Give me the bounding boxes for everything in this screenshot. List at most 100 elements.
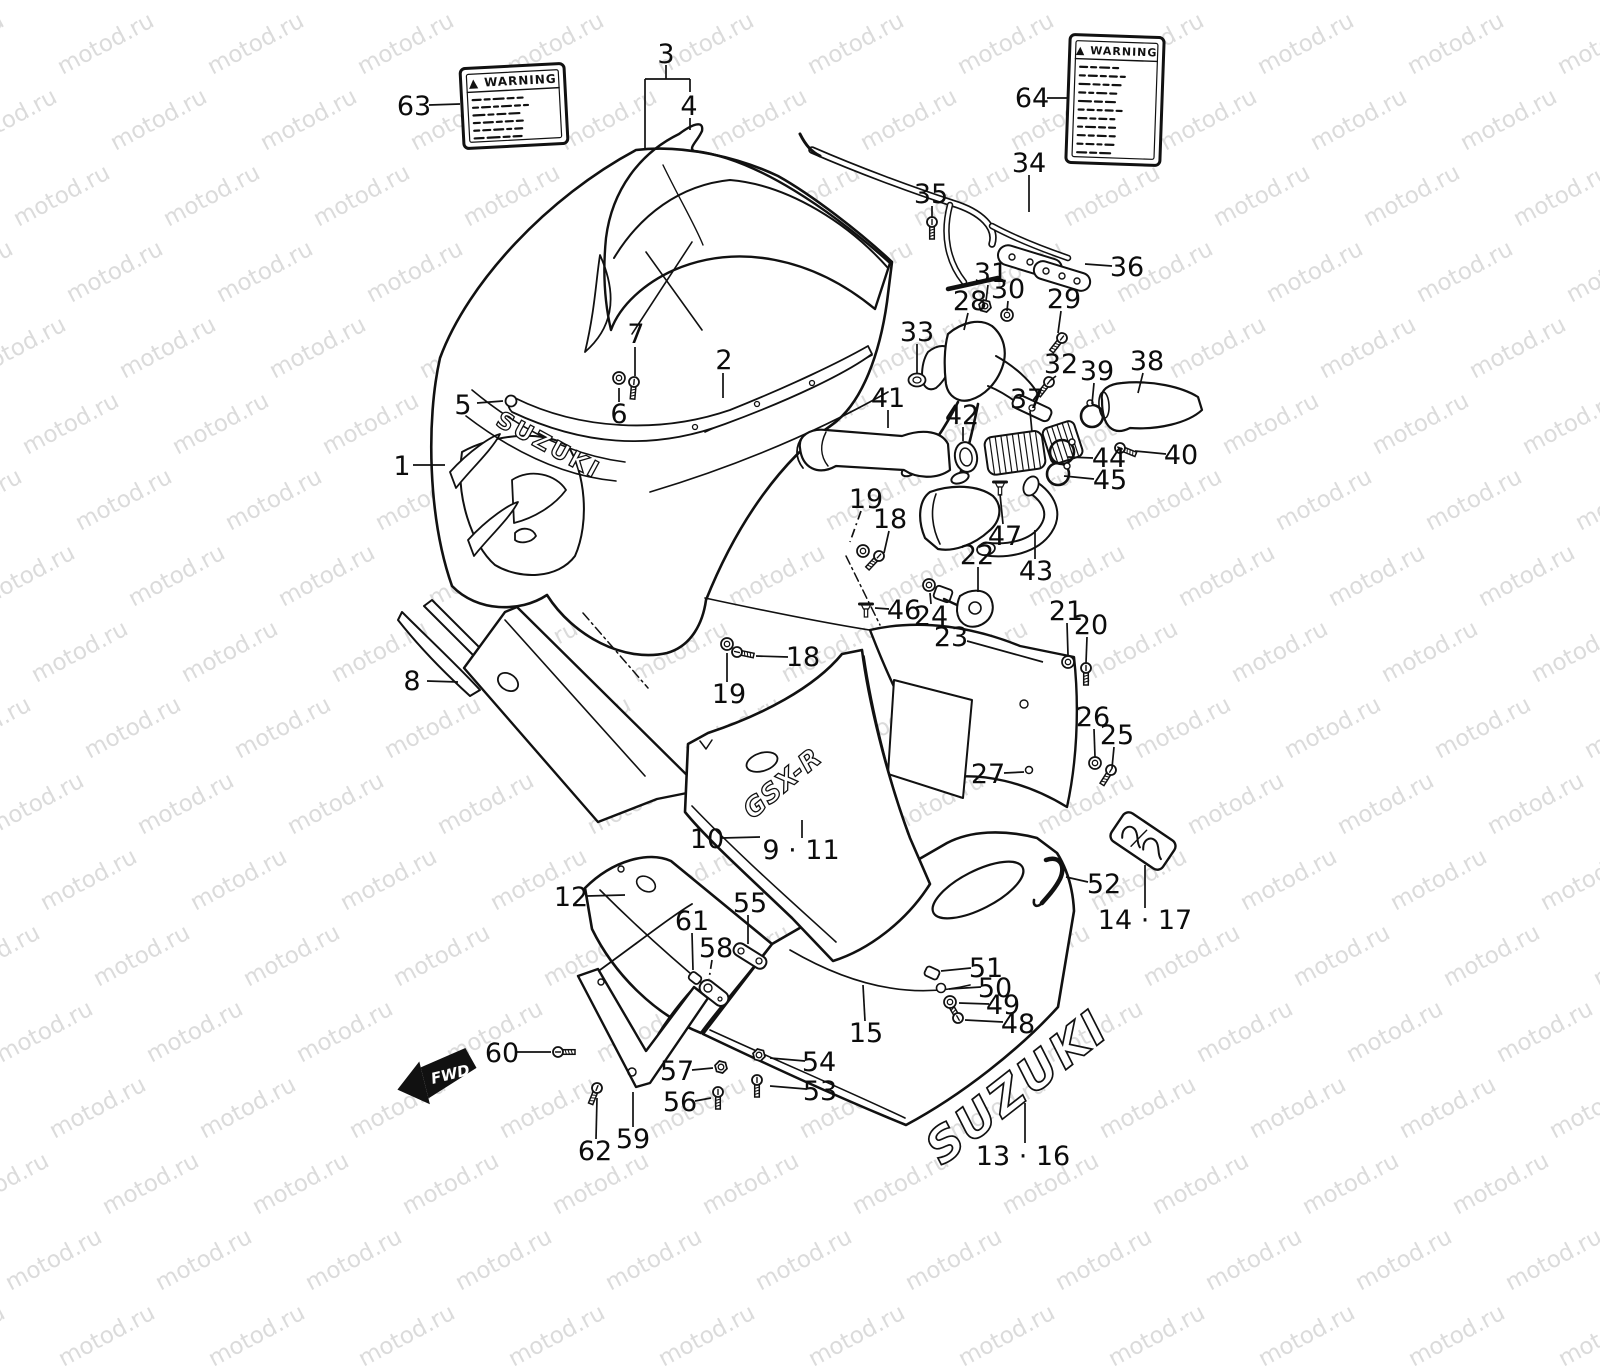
air-duct-right bbox=[1102, 382, 1202, 431]
leader-line bbox=[1004, 772, 1024, 773]
part-callout-34: 34 bbox=[1012, 148, 1046, 212]
leader-line bbox=[427, 681, 458, 682]
grommet bbox=[909, 374, 926, 387]
warning-text-dash bbox=[494, 99, 504, 100]
part-callout-21: 21 bbox=[1049, 596, 1083, 655]
part-number: 53 bbox=[803, 1076, 837, 1107]
watermark-text: motod.ru bbox=[451, 1224, 556, 1296]
watermark-text: motod.ru bbox=[654, 1300, 759, 1372]
headlight-recess-blob bbox=[515, 529, 536, 543]
part-number: 19 bbox=[712, 679, 746, 710]
screw bbox=[731, 646, 755, 660]
small-fastener bbox=[937, 984, 946, 993]
part-callout-57: 57 bbox=[660, 1056, 713, 1087]
washer bbox=[1089, 757, 1101, 769]
leader-line bbox=[722, 837, 760, 838]
screw bbox=[1098, 763, 1118, 787]
leader-line bbox=[692, 933, 693, 970]
part-number: 7 bbox=[627, 319, 644, 350]
watermark-text: motod.ru bbox=[0, 1300, 9, 1372]
leader-line bbox=[692, 1068, 713, 1070]
part-number: 47 bbox=[988, 521, 1022, 552]
part-number: 61 bbox=[675, 906, 709, 937]
nut bbox=[753, 1049, 765, 1061]
part-number: 3 bbox=[657, 39, 674, 70]
part-callout-42: 42 bbox=[945, 400, 979, 441]
emblem-badge bbox=[1108, 810, 1178, 873]
part-callout-59: 59 bbox=[616, 1092, 650, 1155]
part-number: 43 bbox=[1019, 556, 1053, 587]
part-number: 55 bbox=[733, 888, 767, 919]
part-callout-35: 35 bbox=[914, 179, 948, 218]
part-callout-36: 36 bbox=[1085, 252, 1144, 283]
part-number: 63 bbox=[397, 91, 431, 122]
watermark-text: motod.ru bbox=[1104, 1300, 1209, 1372]
washer bbox=[923, 579, 935, 591]
part-callout-60: 60 bbox=[485, 1038, 551, 1069]
part-number: 9 · 11 bbox=[762, 835, 839, 866]
part-callout-53: 53 bbox=[770, 1076, 837, 1107]
part-number: 6 bbox=[610, 399, 627, 430]
part-number: 52 bbox=[1087, 869, 1121, 900]
part-number: 36 bbox=[1110, 252, 1144, 283]
part-number: 57 bbox=[660, 1056, 694, 1087]
part-number: 46 bbox=[887, 595, 921, 626]
part-number: 35 bbox=[914, 179, 948, 210]
watermark-text: motod.ru bbox=[1554, 1300, 1600, 1372]
part-number: 54 bbox=[802, 1047, 836, 1078]
leader-line bbox=[1135, 451, 1166, 454]
part-callout-40: 40 bbox=[1135, 440, 1198, 471]
clamp-screw bbox=[1069, 439, 1075, 445]
part-number: 27 bbox=[971, 759, 1005, 790]
warning-text-dash bbox=[488, 137, 500, 138]
leader-line bbox=[1085, 264, 1112, 266]
watermark-text: motod.ru bbox=[954, 1300, 1059, 1372]
flat-screw bbox=[994, 482, 1007, 495]
watermark-text: motod.ru bbox=[301, 1224, 406, 1296]
watermark-text: motod.ru bbox=[751, 1224, 856, 1296]
assembly-line bbox=[846, 556, 880, 625]
part-number: 41 bbox=[871, 383, 905, 414]
part-number: 59 bbox=[616, 1124, 650, 1155]
part-number: 26 bbox=[1076, 702, 1110, 733]
part-number: 15 bbox=[849, 1018, 883, 1049]
molding-end-cap bbox=[506, 396, 517, 407]
screw bbox=[553, 1047, 575, 1057]
screw bbox=[1081, 663, 1091, 685]
flat-screw bbox=[860, 604, 873, 617]
part-number: 14 · 17 bbox=[1098, 905, 1192, 936]
watermark-text: motod.ru bbox=[1201, 1224, 1306, 1296]
part-callout-46: 46 bbox=[875, 595, 921, 626]
watermark-text: motod.ru bbox=[151, 1224, 256, 1296]
part-number: 37 bbox=[1010, 384, 1044, 415]
parts-catalog-screenshot: { "page": {"background": "#ffffff", "ink… bbox=[0, 0, 1600, 1200]
part-number: 21 bbox=[1049, 596, 1083, 627]
part-number: 58 bbox=[699, 933, 733, 964]
watermark-text: motod.ru bbox=[901, 1224, 1006, 1296]
clamp-screw bbox=[1064, 463, 1070, 469]
part-number: 42 bbox=[945, 400, 979, 431]
part-callout-64: 64 bbox=[1015, 83, 1067, 114]
part-number: 31 bbox=[974, 258, 1008, 289]
part-number: 12 bbox=[554, 882, 588, 913]
leader-line bbox=[1067, 623, 1068, 655]
part-number: 38 bbox=[1130, 346, 1164, 377]
watermark-text: motod.ru bbox=[1051, 1224, 1156, 1296]
leader-line bbox=[596, 1098, 597, 1139]
washer bbox=[721, 638, 733, 650]
part-number: 29 bbox=[1047, 284, 1081, 315]
part-number: 56 bbox=[663, 1087, 697, 1118]
duct-ring bbox=[953, 440, 980, 473]
part-number: 45 bbox=[1093, 465, 1127, 496]
washer bbox=[613, 372, 625, 384]
leader-line bbox=[1068, 457, 1093, 458]
leader-line bbox=[756, 656, 788, 657]
part-callout-52: 52 bbox=[1066, 869, 1121, 900]
part-number: 13 · 16 bbox=[976, 1141, 1070, 1172]
part-number: 34 bbox=[1012, 148, 1046, 179]
warning-text-dash bbox=[509, 113, 519, 114]
cowl-skirt-line bbox=[705, 598, 882, 632]
washer bbox=[1062, 656, 1074, 668]
part-callout-45: 45 bbox=[1064, 465, 1127, 496]
